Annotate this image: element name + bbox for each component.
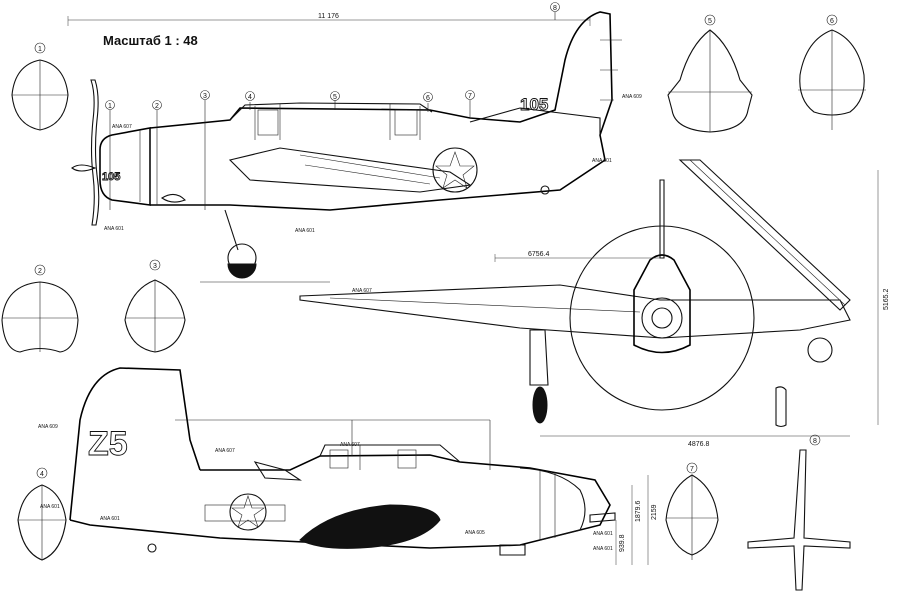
dim-height-1: 1879.6: [635, 500, 642, 522]
tail-code-bottom: Z5: [88, 425, 128, 463]
paint-label-13: ANA 601: [593, 531, 613, 537]
paint-label-1: ANA 607: [112, 124, 132, 130]
section-8: 8: [813, 438, 817, 445]
scale-title: Масштаб 1 : 48: [103, 33, 198, 48]
dim-height-total: 5165.2: [883, 288, 890, 310]
dim-overall-length: 11 176: [318, 13, 339, 20]
paint-label-4: ANA 609: [622, 94, 642, 100]
side-view-bottom: Z5 2159 1879.6 939.8: [38, 367, 658, 565]
paint-label-14: ANA 601: [593, 546, 613, 552]
section-1: 1: [38, 46, 42, 53]
paint-label-11: ANA 607: [340, 442, 360, 448]
section-4-top: 4: [248, 94, 252, 101]
section-6-top: 6: [426, 95, 430, 102]
paint-label-9: ANA 601: [100, 516, 120, 522]
cross-sections-right: 5 6 7 8: [665, 14, 866, 591]
dim-span-half: 6756.4: [528, 251, 550, 258]
section-2-top: 2: [155, 103, 159, 110]
front-view: 6756.4 4876.8 5165.2 ANA 607: [299, 159, 890, 448]
section-7-top: 7: [468, 93, 472, 100]
section-7: 7: [690, 466, 694, 473]
section-3-top: 3: [203, 93, 207, 100]
paint-label-5: ANA 601: [592, 158, 612, 164]
paint-label-8: ANA 601: [40, 504, 60, 510]
tail-code-top: 105: [520, 95, 548, 114]
section-2: 2: [38, 268, 42, 275]
nose-code: 105: [102, 171, 120, 183]
dim-span-full: 4876.8: [688, 441, 710, 448]
dim-height-2: 2159: [651, 504, 658, 520]
paint-label-3: ANA 601: [295, 228, 315, 234]
section-5-top: 5: [333, 94, 337, 101]
side-view-top: 11 176 105 105: [67, 2, 642, 283]
section-8-top: 8: [553, 5, 557, 12]
section-3: 3: [153, 263, 157, 270]
cross-sections-left: 1 2 3 4: [1, 42, 186, 561]
section-4: 4: [40, 471, 44, 478]
section-5: 5: [708, 18, 712, 25]
paint-label-10: ANA 607: [215, 448, 235, 454]
dim-height-0: 939.8: [619, 534, 626, 552]
paint-label-12: ANA 605: [465, 530, 485, 536]
section-6: 6: [830, 18, 834, 25]
paint-label-7: ANA 609: [38, 424, 58, 430]
paint-label-2: ANA 601: [104, 226, 124, 232]
section-1-top: 1: [108, 103, 112, 110]
paint-label-6: ANA 607: [352, 288, 372, 294]
